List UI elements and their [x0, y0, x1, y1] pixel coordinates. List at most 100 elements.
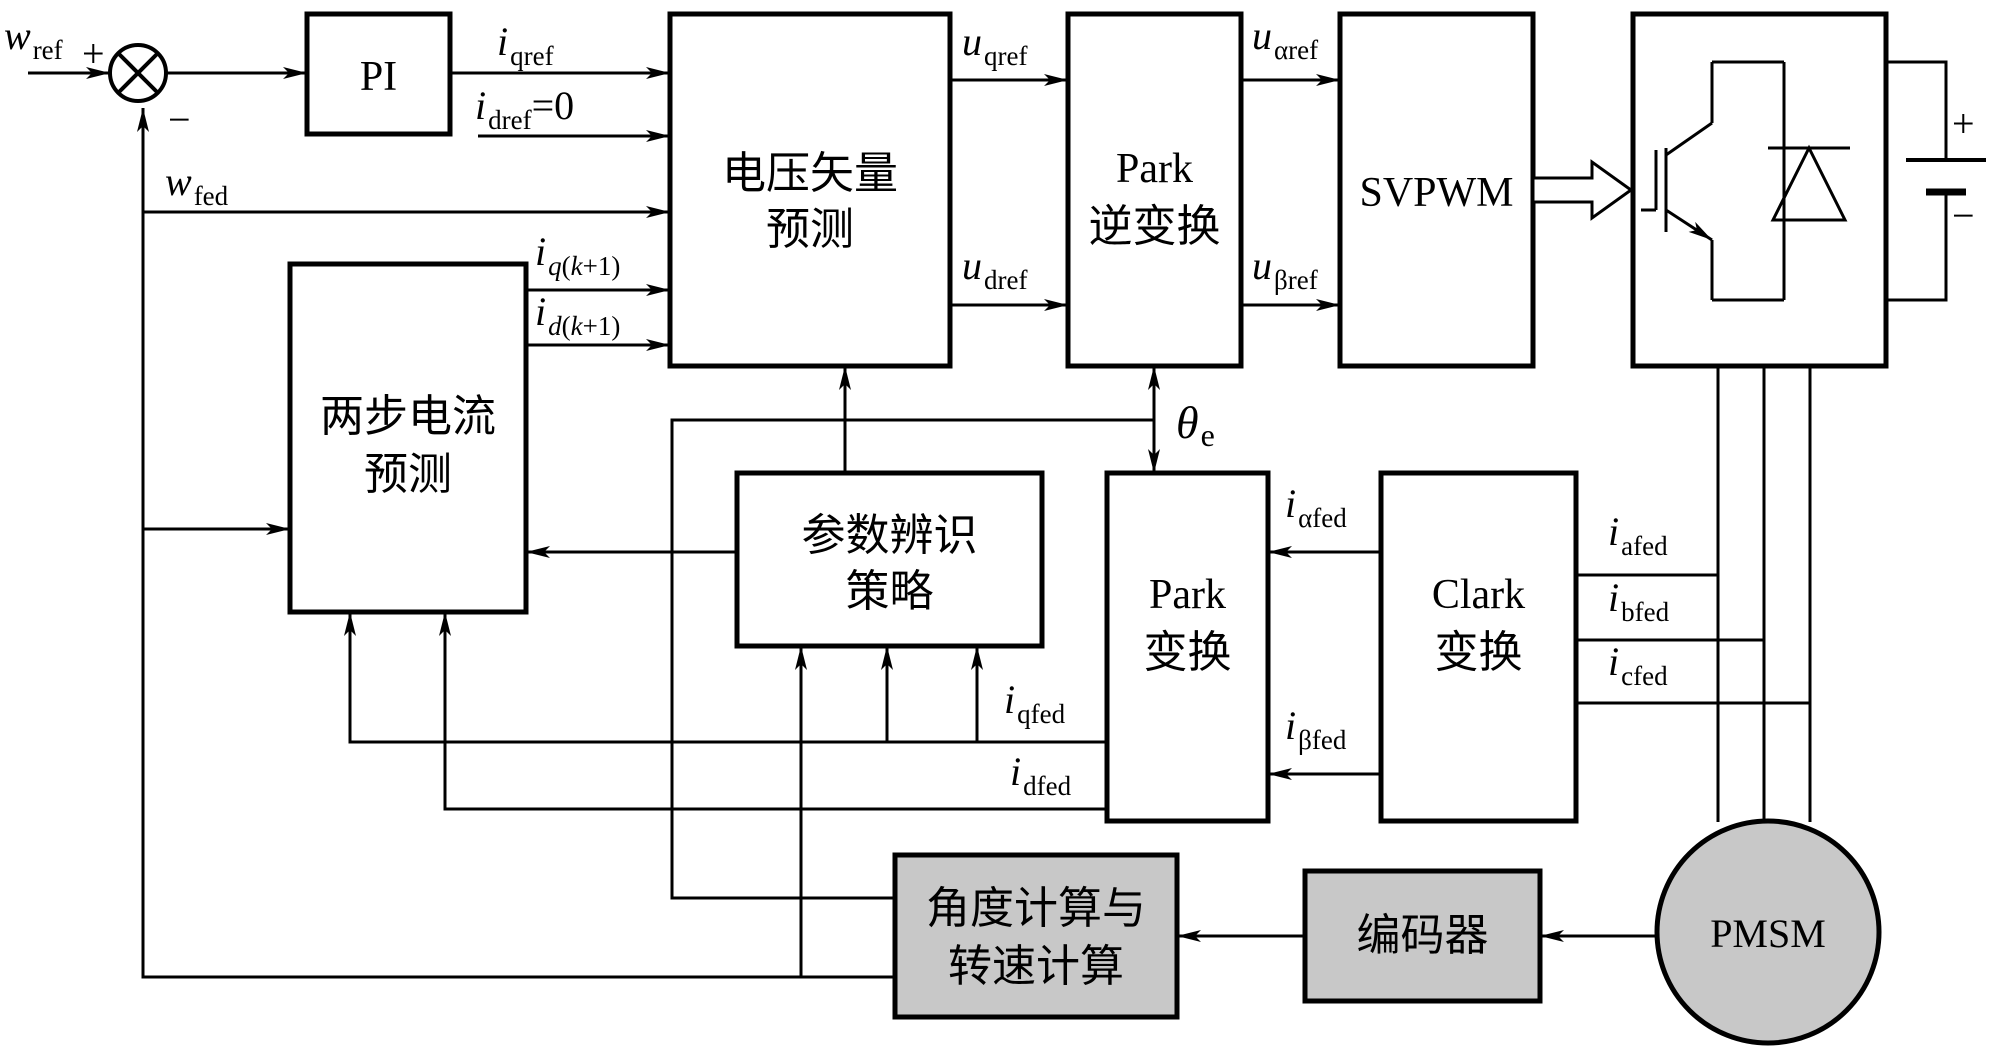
- park-block: [1104, 470, 1271, 824]
- two-step-prediction-label: 两步电流 预测: [290, 388, 526, 504]
- svpwm-label: SVPWM: [1359, 170, 1514, 216]
- angle-speed-line1: 角度计算与: [926, 883, 1146, 934]
- battery-bottom-wire: [1886, 192, 1948, 302]
- pmsm-label: PMSM: [1710, 911, 1826, 956]
- param-id-line1: 参数辨识: [801, 510, 978, 561]
- idfed-wire: [439, 612, 1107, 811]
- i-qref-main: i: [497, 19, 509, 64]
- i-qfed-sub: qfed: [1017, 699, 1066, 729]
- i-cfed-main: i: [1608, 639, 1620, 684]
- clark-label: Clark 变换: [1381, 566, 1576, 682]
- label-i-afed: iafed: [1608, 509, 1668, 560]
- igbt-symbol: [1641, 60, 1850, 302]
- two-step-line1: 两步电流: [320, 391, 496, 442]
- summing-junction: [108, 43, 168, 103]
- i-alpha-fed-sub: αfed: [1298, 503, 1347, 533]
- park-line1: Park: [1149, 572, 1226, 618]
- voltage-prediction-label: 电压矢量 预测: [670, 146, 950, 258]
- i-bfed-sub: bfed: [1621, 597, 1670, 627]
- i-qref-sub: qref: [510, 41, 554, 71]
- u-beta-ref-main: u: [1252, 243, 1272, 288]
- i-q-k1-paren: (: [561, 251, 571, 281]
- u-beta-ref-sub: βref: [1274, 265, 1318, 295]
- i-cfed-sub: cfed: [1621, 661, 1668, 691]
- i-d-k1-end: +1): [582, 311, 621, 341]
- label-u-qref: uqref: [962, 19, 1027, 70]
- i-dref-main: i: [475, 83, 487, 128]
- w-ref-sub: ref: [32, 35, 63, 65]
- label-i-cfed: icfed: [1608, 639, 1668, 690]
- i-d-k1-paren: (: [561, 311, 571, 341]
- battery-plus-sign: +: [1952, 101, 1975, 146]
- i-dfed-main: i: [1010, 749, 1022, 794]
- park-inverse-label: Park 逆变换: [1068, 140, 1241, 256]
- w-fed-main: w: [165, 159, 192, 204]
- i-bfed-main: i: [1608, 575, 1620, 620]
- label-i-d-k1: id(k+1): [535, 289, 620, 340]
- park-label: Park 变换: [1107, 566, 1268, 682]
- u-dref-sub: dref: [984, 265, 1028, 295]
- label-i-beta-fed: iβfed: [1285, 706, 1346, 754]
- park-inverse-line1: Park: [1116, 146, 1193, 192]
- svpwm-output-arrow: [1531, 159, 1634, 221]
- angle-speed-line2: 转速计算: [948, 941, 1124, 992]
- u-alpha-ref-sub: αref: [1274, 35, 1319, 65]
- i-afed-sub: afed: [1621, 531, 1668, 561]
- i-q-k1-k: k: [570, 251, 583, 281]
- label-i-dfed: idfed: [1010, 749, 1071, 800]
- label-u-alpha-ref: uαref: [1252, 16, 1318, 64]
- clark-line1: Clark: [1431, 572, 1526, 618]
- u-qref-main: u: [962, 19, 982, 64]
- w-ref-main: w: [4, 13, 31, 58]
- park-inverse-line2: 逆变换: [1088, 201, 1221, 252]
- label-i-qfed: iqfed: [1004, 677, 1065, 728]
- clark-block: [1378, 470, 1579, 824]
- label-i-q-k1: iq(k+1): [535, 229, 620, 280]
- i-dref-suffix: =0: [531, 83, 575, 128]
- i-afed-main: i: [1608, 509, 1620, 554]
- u-dref-main: u: [962, 243, 982, 288]
- i-q-k1-var: q: [548, 251, 562, 281]
- u-qref-sub: qref: [984, 41, 1028, 71]
- label-w-ref: wref: [4, 13, 63, 64]
- i-d-k1-var: d: [548, 311, 562, 341]
- summer-minus-sign: −: [168, 97, 191, 142]
- label-u-beta-ref: uβref: [1252, 243, 1318, 294]
- label-i-qref: iqref: [497, 19, 554, 70]
- theta-bus-wire: [670, 418, 1154, 900]
- theta-main: θ: [1176, 397, 1199, 448]
- theta-sub: e: [1200, 417, 1215, 453]
- encoder-label: 编码器: [1356, 910, 1489, 961]
- summer-plus-sign: +: [82, 31, 105, 76]
- clark-line2: 变换: [1434, 627, 1523, 678]
- i-d-k1-main: i: [535, 289, 547, 334]
- battery-minus-sign: −: [1952, 193, 1975, 238]
- label-w-fed: wfed: [165, 159, 228, 210]
- label-theta-e: θe: [1176, 397, 1215, 452]
- i-dfed-sub: dfed: [1023, 771, 1072, 801]
- i-q-k1-main: i: [535, 229, 547, 274]
- pi-label: PI: [359, 54, 398, 100]
- angle-speed-block: [892, 852, 1180, 1020]
- i-qfed-main: i: [1004, 677, 1016, 722]
- label-i-bfed: ibfed: [1608, 575, 1669, 626]
- two-step-line2: 预测: [364, 449, 452, 500]
- pmsm-motor: [1654, 818, 1882, 1046]
- iqfed-wire: [344, 612, 1107, 744]
- inverter-block: [1630, 11, 1889, 369]
- speed-feedback-wire: [137, 108, 895, 979]
- voltage-prediction-line2: 预测: [766, 204, 854, 255]
- i-alpha-fed-main: i: [1285, 481, 1297, 526]
- voltage-prediction-block: [667, 11, 953, 369]
- park-line2: 变换: [1143, 627, 1232, 678]
- label-i-alpha-fed: iαfed: [1285, 481, 1347, 532]
- two-step-prediction-block: [287, 261, 529, 615]
- i-beta-fed-sub: βfed: [1298, 725, 1347, 755]
- battery-top-wire: [1886, 60, 1948, 160]
- param-id-line2: 策略: [845, 566, 934, 617]
- i-d-k1-k: k: [570, 311, 583, 341]
- label-i-dref: idref=0: [475, 83, 575, 134]
- i-q-k1-end: +1): [582, 251, 621, 281]
